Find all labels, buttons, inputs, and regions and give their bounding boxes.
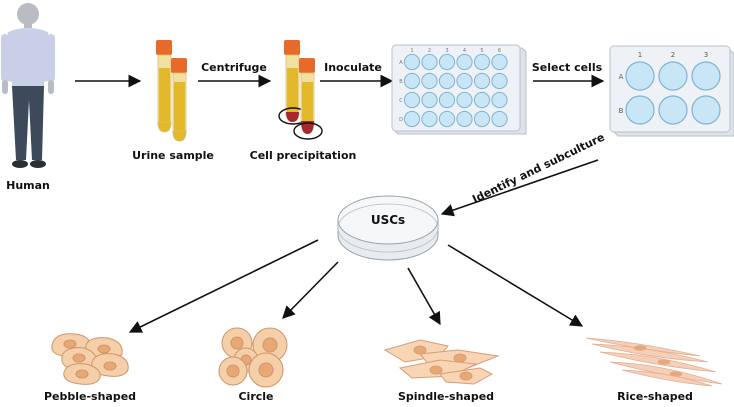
- plate24-row-label: C: [399, 98, 403, 104]
- circle-label: Circle: [238, 390, 274, 403]
- plate24-well: [438, 53, 456, 71]
- plate24-well: [403, 110, 421, 128]
- plate24-row-label: B: [399, 79, 403, 85]
- plate6-well: [691, 61, 721, 91]
- uscs-label: USCs: [370, 213, 406, 227]
- cell-precipitation-label: Cell precipitation: [249, 149, 357, 162]
- plate24-col-label: 6: [498, 48, 501, 54]
- plate24-col-label: 5: [480, 48, 483, 54]
- plate24-col-label: 2: [428, 48, 431, 54]
- plate24-well: [438, 91, 456, 109]
- plate24-well: [491, 53, 508, 71]
- plate24-well: [421, 91, 438, 109]
- pebble-shaped-label: Pebble-shaped: [43, 390, 137, 403]
- urine-sample-label: Urine sample: [132, 149, 214, 162]
- plate24-col-label: 1: [410, 48, 413, 54]
- select-cells-label: Select cells: [531, 61, 603, 74]
- spindle-cells-icon: [383, 339, 500, 385]
- plate6-well: [691, 95, 721, 125]
- plate24-well: [456, 110, 473, 128]
- plate24-row-label: D: [399, 117, 403, 123]
- plate6-well: [658, 95, 688, 125]
- plate24-well: [403, 72, 421, 90]
- plate24-well: [403, 53, 421, 71]
- rice-shaped-label: Rice-shaped: [617, 390, 693, 403]
- plate24-col-label: 3: [445, 48, 448, 54]
- well-plate-6-icon: 1 2 3A B: [609, 45, 734, 137]
- plate24-well: [456, 91, 473, 109]
- plate24-col-label: 4: [463, 48, 466, 54]
- circle-cells-icon: [218, 327, 288, 388]
- urine-sample-tubes-icon: [156, 40, 187, 142]
- spindle-shaped-label: Spindle-shaped: [397, 390, 495, 403]
- plate6-col-label: 1: [638, 51, 642, 59]
- plate24-well: [421, 53, 438, 71]
- pebble-cells-icon: [51, 333, 129, 385]
- arrow-to-circle: [282, 261, 339, 319]
- uscs-petri-dish-icon: [337, 195, 439, 261]
- arrow-to-rice: [447, 244, 584, 327]
- arrow-identify-subculture: [440, 159, 599, 217]
- plate24-well: [491, 72, 508, 90]
- plate24-well: [438, 110, 456, 128]
- plate6-col-label: 3: [704, 51, 708, 59]
- plate6-row-label: B: [619, 107, 624, 115]
- plate24-well: [473, 110, 491, 128]
- plate6-well: [625, 95, 655, 125]
- plate24-well: [456, 53, 473, 71]
- plate6-well: [625, 61, 655, 91]
- well-plate-24-icon: 1 2 3 4 5 6A B C D: [391, 44, 527, 135]
- plate24-well: [421, 72, 438, 90]
- rice-cells-icon: [585, 337, 723, 387]
- plate24-well: [473, 91, 491, 109]
- plate24-well: [403, 91, 421, 109]
- plate6-col-label: 2: [671, 51, 675, 59]
- arrow-to-spindle: [407, 267, 441, 326]
- inoculate-label: Inoculate: [324, 61, 382, 74]
- plate24-well: [491, 110, 508, 128]
- plate24-well: [421, 110, 438, 128]
- plate24-row-label: A: [399, 60, 403, 66]
- human-label: Human: [6, 179, 50, 192]
- arrow-to-pebble: [128, 239, 319, 333]
- plate24-well: [473, 53, 491, 71]
- plate6-well: [658, 61, 688, 91]
- plate24-well: [438, 72, 456, 90]
- plate24-well: [473, 72, 491, 90]
- cell-precipitation-tubes-icon: [278, 40, 323, 140]
- plate6-row-label: A: [619, 73, 624, 81]
- plate24-well: [456, 72, 473, 90]
- plate24-well: [491, 91, 508, 109]
- human-figure-icon: [1, 3, 55, 168]
- centrifuge-label: Centrifuge: [201, 61, 267, 74]
